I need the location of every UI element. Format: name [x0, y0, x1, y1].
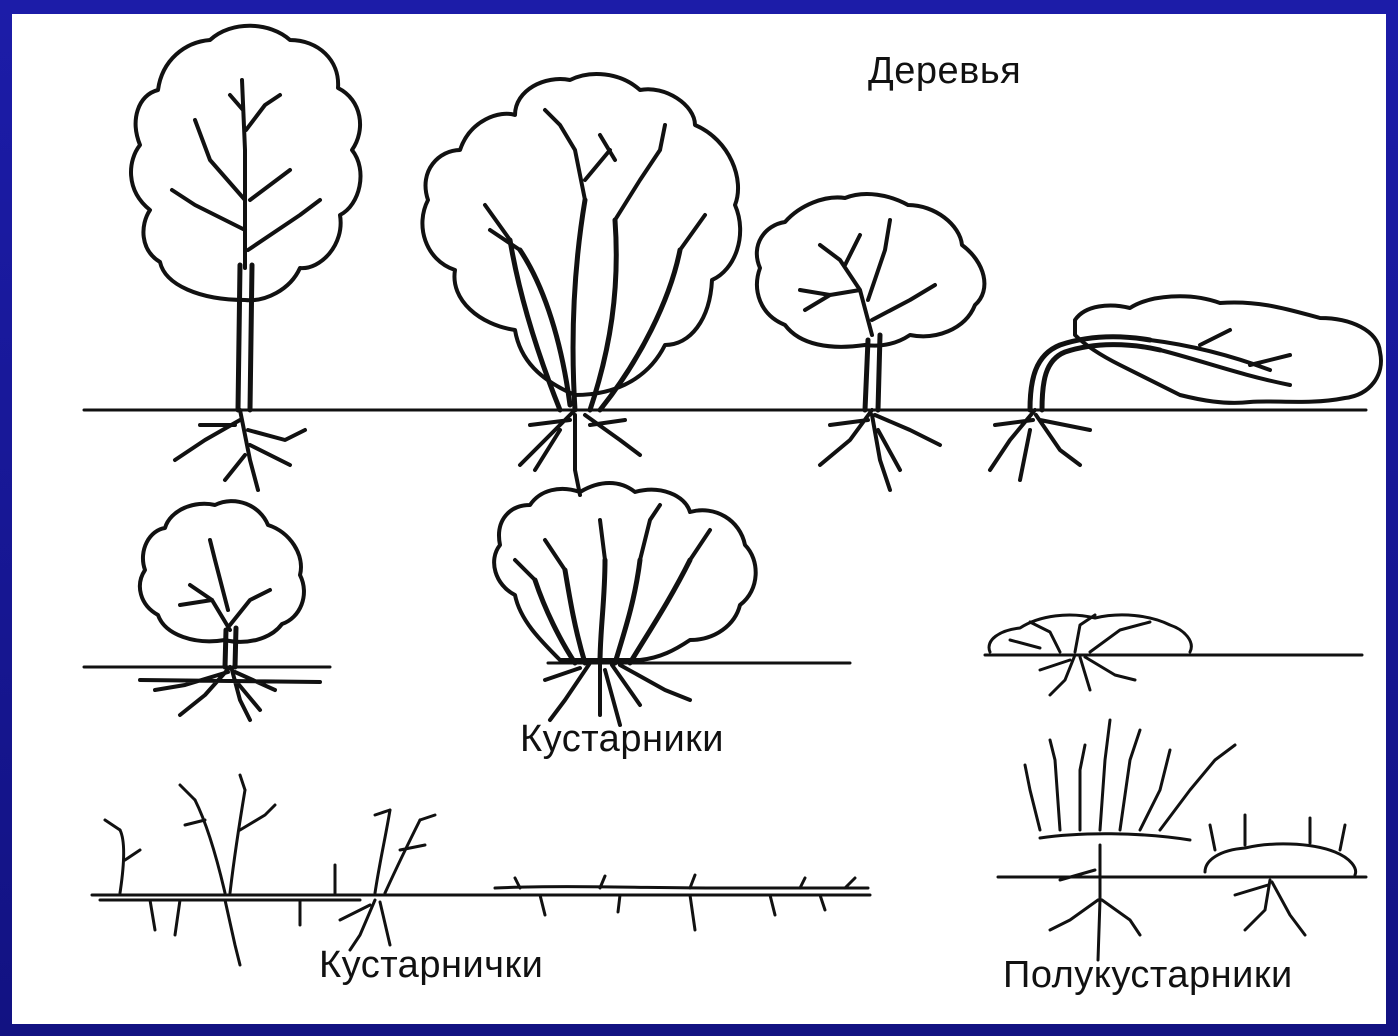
- tree-creeping-branches: [1150, 330, 1290, 385]
- ground-lines: [84, 410, 1366, 895]
- shrub-prostrate-crown: [989, 615, 1191, 652]
- semi-shrub-cushion: [1205, 815, 1356, 935]
- tree-creeping: [990, 296, 1381, 480]
- tree-tall-roots: [175, 410, 305, 490]
- dwarf-shrub-left-branches: [105, 775, 275, 860]
- dwarf-shrub-left-stems: [120, 790, 335, 893]
- dwarf-shrub-creeping-roots: [540, 895, 825, 930]
- shrub-small-trunk: [225, 628, 236, 667]
- tree-tall-branches: [172, 80, 320, 268]
- tree-tall-trunk: [238, 265, 252, 410]
- shrub-bush-roots: [545, 663, 690, 725]
- tree-multistem-stems: [510, 200, 680, 410]
- tree-creeping-roots: [990, 410, 1090, 480]
- slide-canvas: Деревья Кустарники Кустарнички Полукуста…: [12, 14, 1386, 1024]
- tree-multistem-roots: [520, 410, 640, 495]
- tree-multistem-branches: [485, 110, 705, 250]
- dwarf-shrub-creeping-stem: [495, 887, 868, 888]
- ground-line-shrubs: [84, 655, 1362, 667]
- semi-shrub-upright-base: [1040, 834, 1190, 840]
- shrub-prostrate-roots: [1040, 655, 1135, 695]
- dwarf-shrub-middle: [340, 810, 435, 950]
- semi-shrub-cushion-mass: [1205, 844, 1356, 875]
- semi-shrub-upright: [1025, 720, 1235, 960]
- tree-tall: [131, 26, 361, 490]
- tree-multistem: [422, 74, 740, 495]
- shrub-prostrate-branches: [1010, 615, 1150, 652]
- tree-creeping-crown: [1075, 296, 1381, 403]
- dwarf-shrub-left: [100, 775, 360, 965]
- shrub-small-crown: [140, 501, 304, 642]
- dwarf-shrub-creeping: [495, 875, 868, 930]
- semi-shrub-cushion-roots: [1235, 880, 1305, 935]
- label-dwarf-shrubs: Кустарнички: [319, 944, 543, 987]
- shrub-bush-stems: [535, 560, 690, 663]
- label-trees: Деревья: [868, 50, 1021, 93]
- shrub-small-tree: [140, 501, 320, 720]
- tree-round: [757, 194, 985, 490]
- tree-round-roots: [820, 410, 940, 490]
- dwarf-shrub-middle-stems: [375, 810, 420, 893]
- shrub-bush: [494, 483, 756, 725]
- label-semi-shrubs: Полукустарники: [1003, 954, 1293, 997]
- tree-round-branches: [800, 220, 935, 335]
- dwarf-shrub-middle-roots: [340, 900, 390, 950]
- shrub-small-roots: [140, 667, 320, 720]
- semi-shrub-upright-roots: [1050, 845, 1140, 960]
- label-shrubs: Кустарники: [520, 718, 724, 761]
- semi-shrub-upright-shoots: [1025, 720, 1235, 830]
- shrub-bush-branches: [515, 505, 710, 580]
- shrub-small-branches: [180, 540, 270, 630]
- life-forms-illustration: [12, 14, 1386, 1024]
